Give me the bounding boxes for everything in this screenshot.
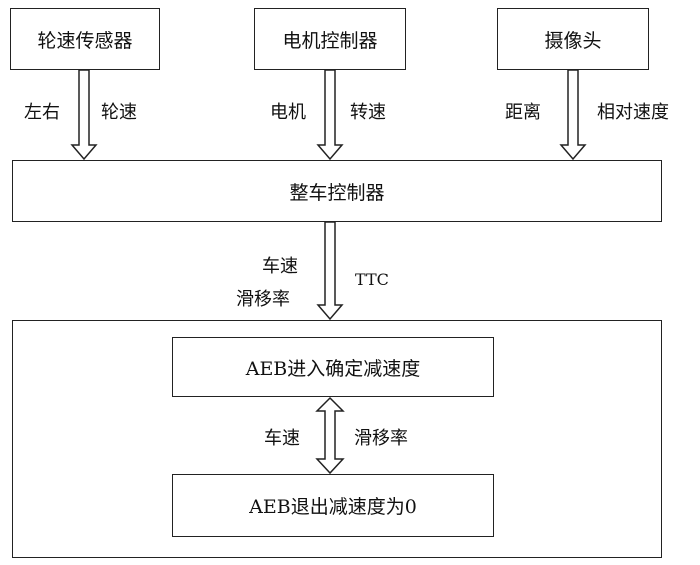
motor-controller-label: 电机控制器 <box>282 29 378 52</box>
label-slip-rate: 滑移率 <box>236 289 290 310</box>
arrow-enter-exit <box>315 396 345 475</box>
label-wheel-speed: 轮速 <box>101 102 137 123</box>
label-aeb-slip-rate: 滑移率 <box>354 428 408 449</box>
arrow-motor-to-vcu <box>316 69 344 161</box>
label-vehicle-speed: 车速 <box>262 256 298 277</box>
label-distance: 距离 <box>505 102 541 123</box>
wheel-speed-sensor-box: 轮速传感器 <box>10 8 160 70</box>
camera-label: 摄像头 <box>544 29 602 52</box>
aeb-exit-box: AEB退出减速度为0 <box>172 474 494 537</box>
camera-box: 摄像头 <box>497 8 649 70</box>
label-left-right: 左右 <box>24 102 60 123</box>
aeb-enter-box: AEB进入确定减速度 <box>172 337 494 397</box>
wheel-speed-sensor-label: 轮速传感器 <box>37 29 133 52</box>
label-ttc: TTC <box>355 270 389 289</box>
aeb-enter-label: AEB进入确定减速度 <box>245 357 421 380</box>
label-motor: 电机 <box>270 102 306 123</box>
label-relative-speed: 相对速度 <box>597 102 669 123</box>
arrow-vcu-to-aeb <box>316 221 344 321</box>
motor-controller-box: 电机控制器 <box>254 8 406 70</box>
arrow-wheel-to-vcu <box>70 69 98 161</box>
vehicle-controller-box: 整车控制器 <box>12 160 662 222</box>
label-rotation-speed: 转速 <box>350 102 386 123</box>
label-aeb-vehicle-speed: 车速 <box>264 428 300 449</box>
vehicle-controller-label: 整车控制器 <box>289 181 385 204</box>
aeb-exit-label: AEB退出减速度为0 <box>249 496 417 518</box>
arrow-camera-to-vcu <box>559 69 587 161</box>
